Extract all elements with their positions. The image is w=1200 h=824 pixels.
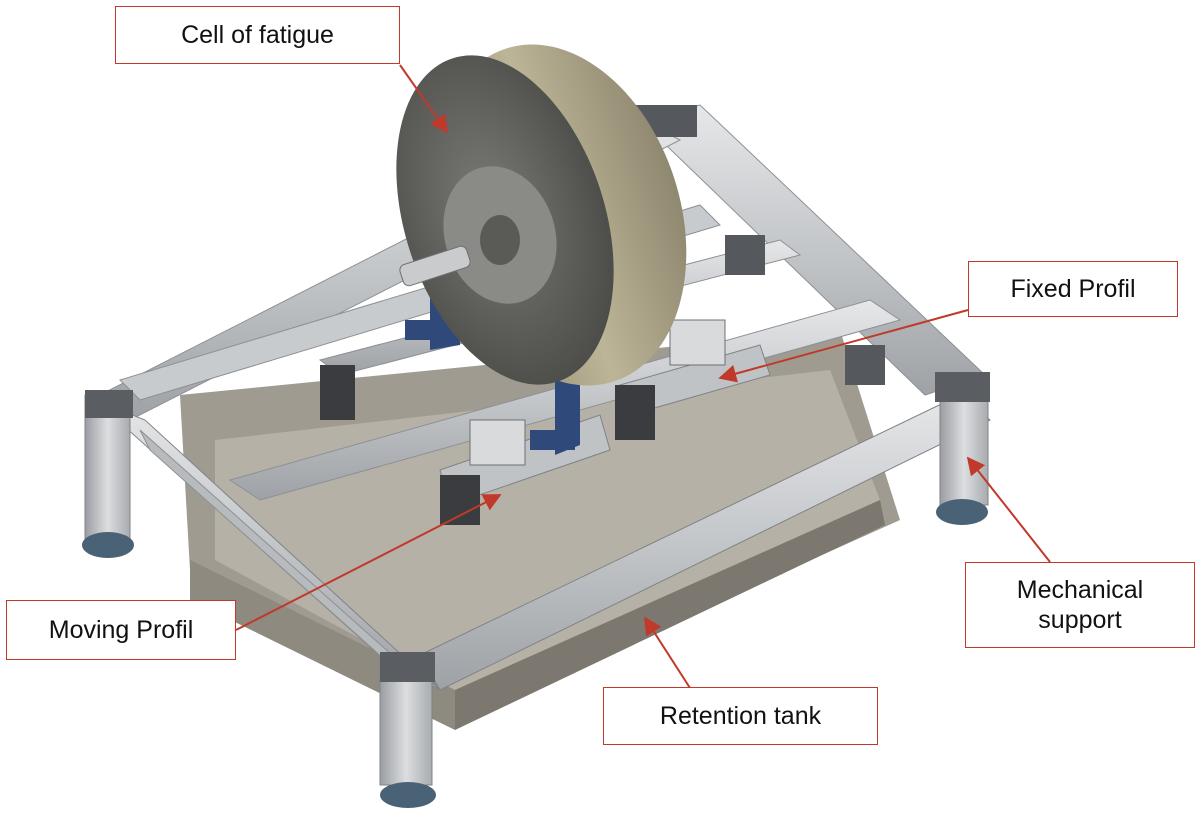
leveling-foot-icon xyxy=(82,532,134,558)
leveling-foot-icon xyxy=(380,782,436,808)
callout-fixed-profil: Fixed Profil xyxy=(968,261,1178,317)
callout-label: support xyxy=(1038,606,1122,634)
cell-of-fatigue-wheel xyxy=(396,44,687,386)
retention-tank xyxy=(180,330,900,730)
callout-mechanical-support: Mechanical support xyxy=(965,562,1195,648)
arrow-icon xyxy=(644,616,691,689)
arrow-icon xyxy=(399,64,449,134)
callout-retention-tank: Retention tank xyxy=(603,687,878,745)
profile-blocks xyxy=(320,235,885,525)
legs xyxy=(84,372,990,786)
callout-label: Retention tank xyxy=(659,702,822,730)
callout-label: Mechanical xyxy=(1016,576,1144,604)
leveling-foot-icon xyxy=(936,499,988,525)
arrow-icon xyxy=(235,494,502,631)
callout-moving-profil: Moving Profil xyxy=(6,600,236,660)
callout-cell-of-fatigue: Cell of fatigue xyxy=(115,6,400,64)
callout-label: Cell of fatigue xyxy=(181,21,334,49)
arrow-icon xyxy=(718,309,969,383)
callout-arrows xyxy=(235,64,1051,689)
callout-label: Fixed Profil xyxy=(1010,275,1136,303)
front-frame xyxy=(94,394,991,701)
callout-label: Moving Profil xyxy=(48,616,194,644)
leg-left xyxy=(84,394,131,541)
arrow-icon xyxy=(966,456,1051,563)
leveling-feet xyxy=(82,499,988,808)
